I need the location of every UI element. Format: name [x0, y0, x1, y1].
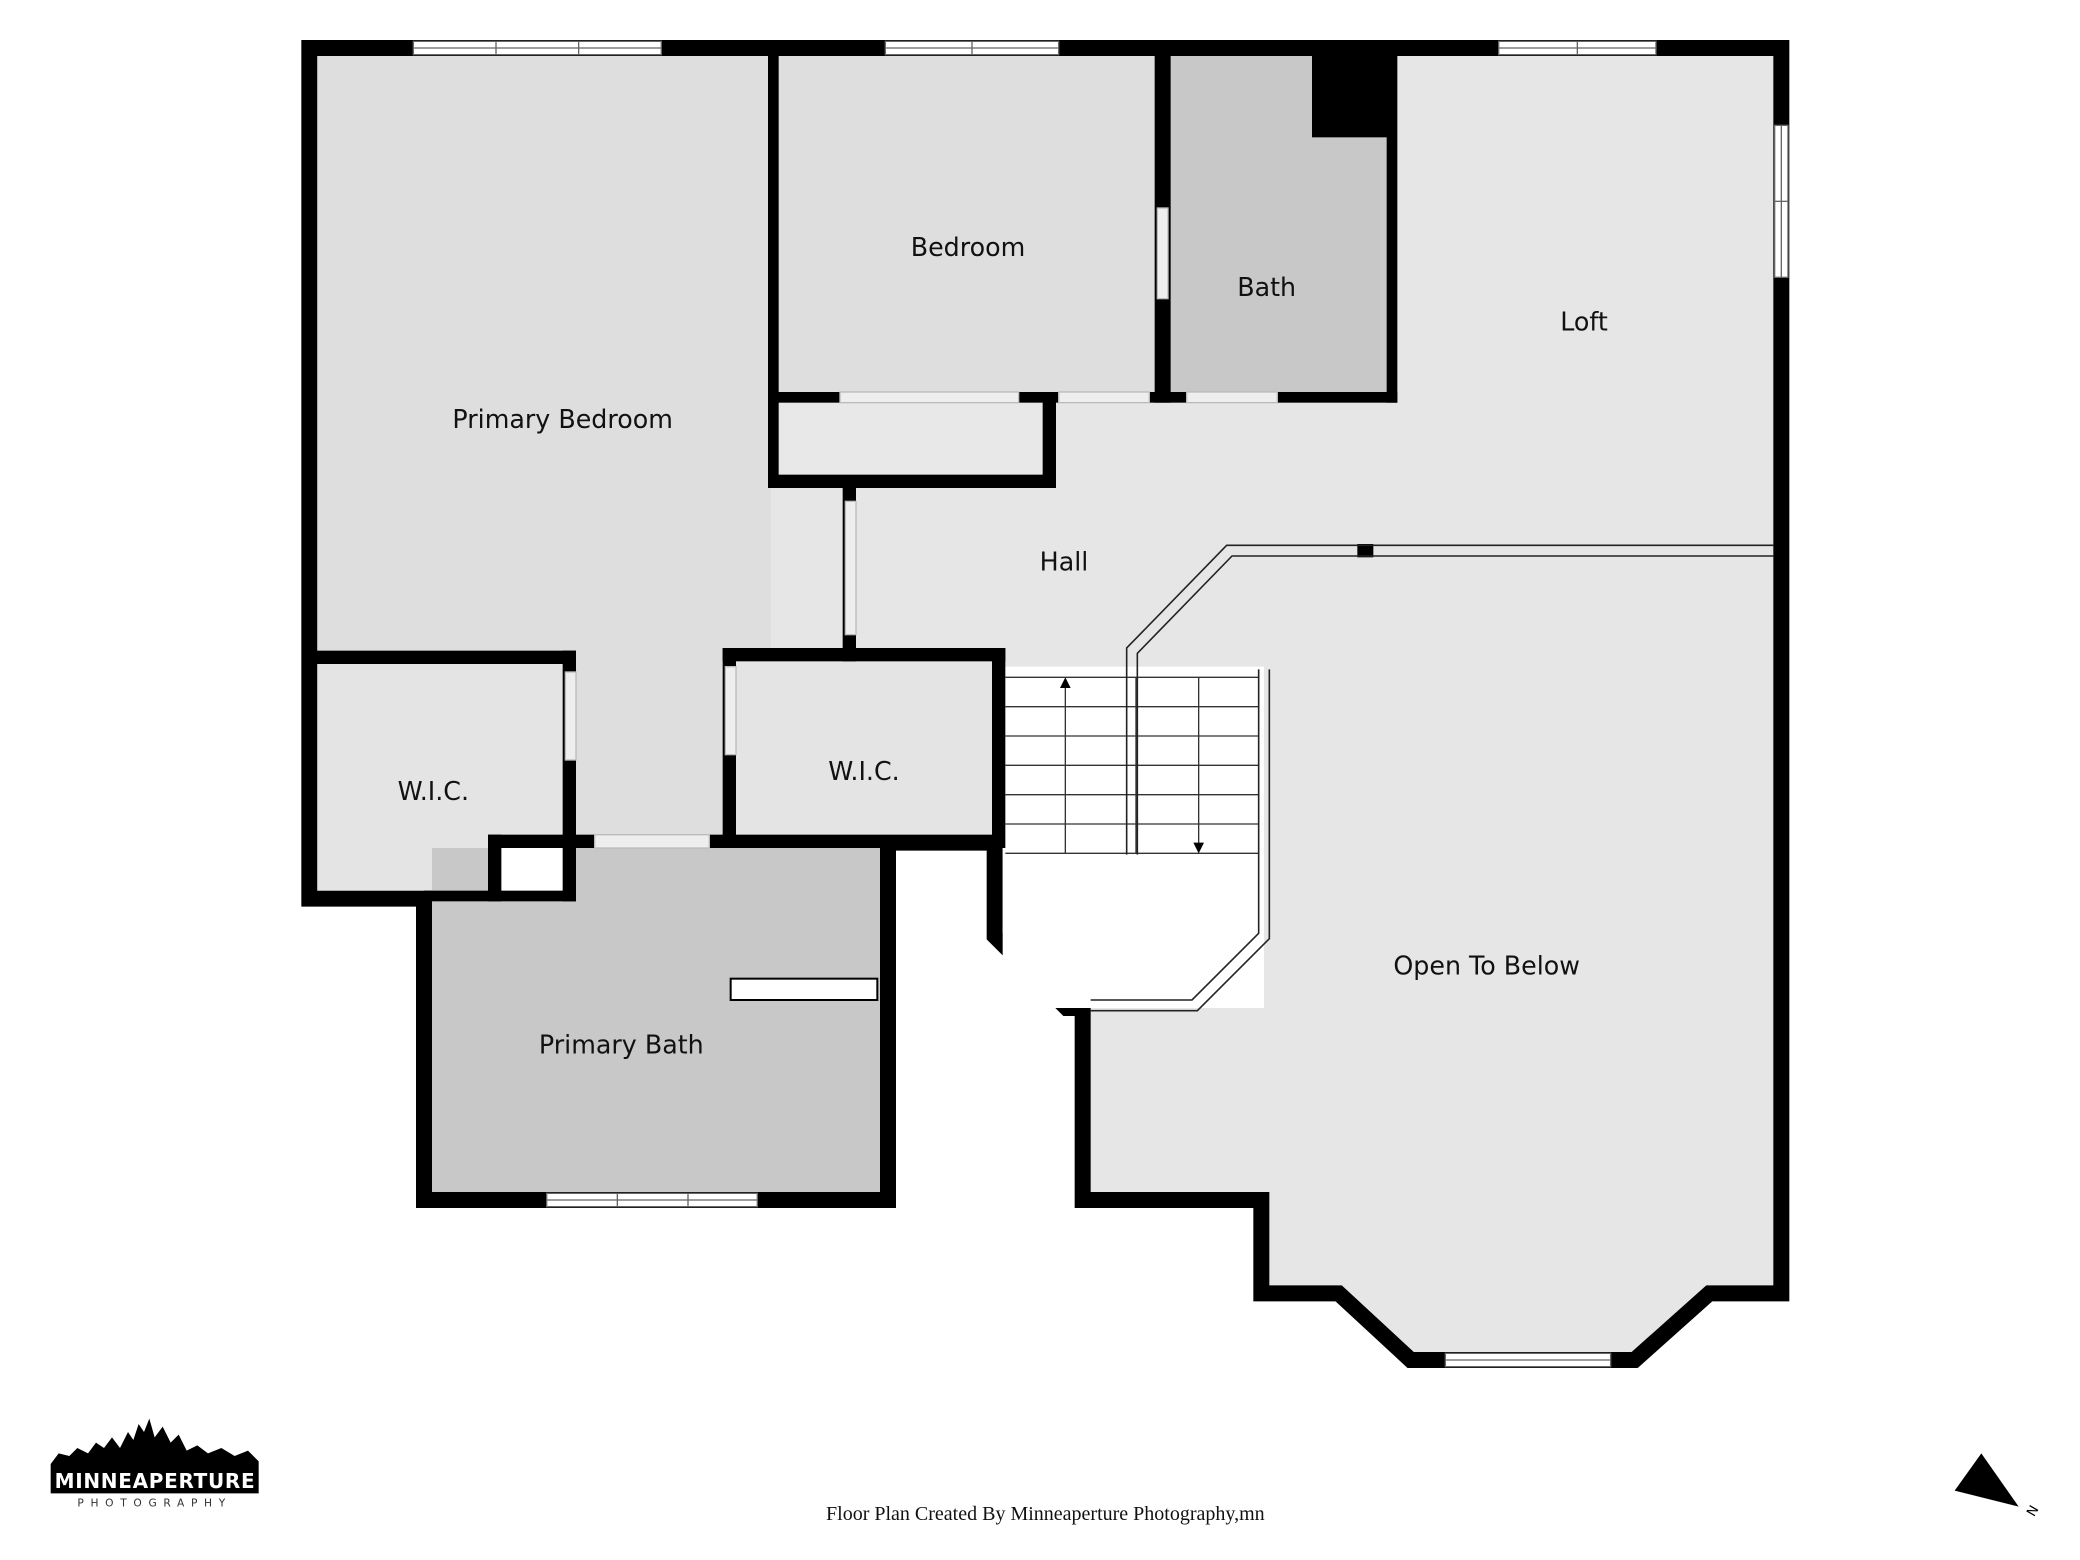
staircase	[1005, 676, 1259, 854]
vanity-counter	[729, 977, 879, 1001]
room-label-bath: Bath	[1237, 272, 1296, 302]
logo-subtitle: PHOTOGRAPHY	[77, 1497, 232, 1510]
stair-landing	[1002, 666, 1264, 1008]
north-compass-icon: N	[1954, 1453, 2042, 1519]
logo-name: MINNEAPERTURE	[55, 1469, 255, 1493]
room-label-wic-left: W.I.C.	[398, 776, 469, 806]
bedroom-area	[778, 56, 1158, 395]
room-label-open-to-below: Open To Below	[1393, 951, 1580, 981]
room-label-bedroom: Bedroom	[911, 232, 1026, 262]
door-openings	[564, 207, 1278, 849]
room-label-primary-bedroom: Primary Bedroom	[452, 404, 672, 434]
room-label-hall: Hall	[1040, 547, 1089, 577]
closet-area	[778, 402, 1048, 475]
primary-bath-area	[432, 848, 880, 1192]
stair-down-arrow	[1193, 842, 1204, 854]
footer-credit: Floor Plan Created By Minneaperture Phot…	[826, 1503, 1265, 1525]
company-logo: MINNEAPERTURE PHOTOGRAPHY	[50, 1418, 259, 1510]
room-label-primary-bath: Primary Bath	[539, 1029, 704, 1059]
stair-up-arrow	[1060, 677, 1071, 688]
windows	[412, 40, 1789, 1368]
chimney-block	[1312, 48, 1395, 138]
wic-right-area	[733, 661, 995, 838]
chase-box	[501, 848, 566, 899]
compass-label: N	[2024, 1503, 2042, 1519]
primary-bedroom-passage	[576, 653, 726, 840]
room-label-wic-right: W.I.C.	[828, 756, 899, 786]
primary-bedroom-area	[317, 56, 771, 656]
railings	[1090, 544, 1774, 1012]
room-label-loft: Loft	[1560, 307, 1608, 337]
